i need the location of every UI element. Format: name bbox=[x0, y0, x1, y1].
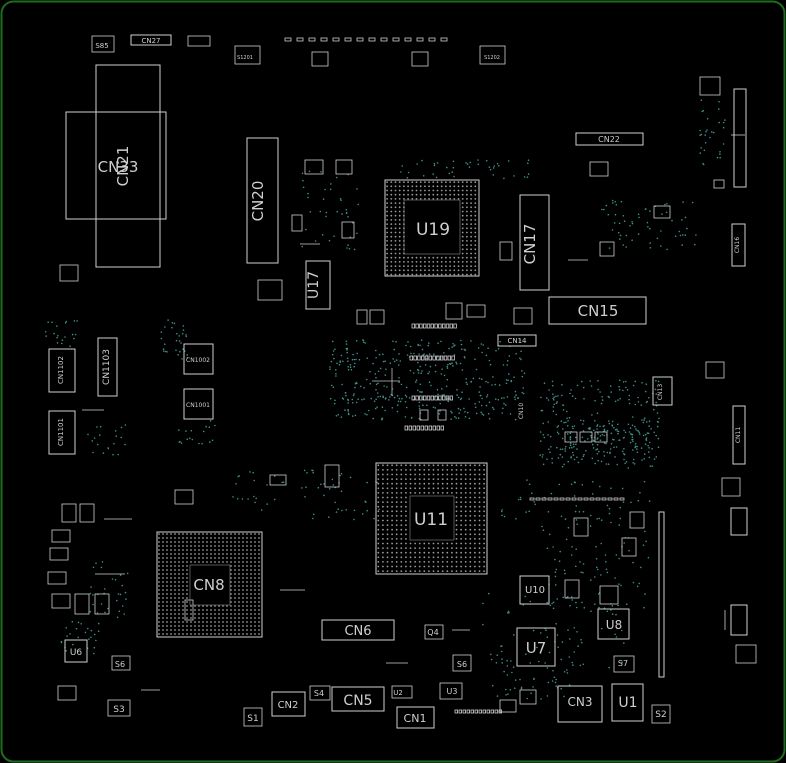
u6-label: U6 bbox=[70, 648, 83, 658]
connector-right-2[interactable] bbox=[730, 604, 748, 636]
cn13-label: CN13 bbox=[657, 384, 664, 400]
cursor-crosshair bbox=[372, 368, 400, 396]
cn20-outline[interactable] bbox=[246, 137, 279, 264]
cn1001-outline[interactable] bbox=[183, 388, 214, 420]
cn8-bga[interactable] bbox=[156, 531, 263, 638]
cn1001-label: CN1001 bbox=[186, 402, 210, 409]
small-components bbox=[47, 35, 757, 727]
cn11-outline[interactable] bbox=[732, 405, 746, 465]
u6-outline[interactable] bbox=[64, 639, 88, 663]
cn14-label: CN14 bbox=[507, 337, 527, 345]
cn13-outline[interactable] bbox=[652, 376, 673, 406]
cn1103-outline[interactable] bbox=[97, 337, 118, 397]
cn1-label: CN1 bbox=[404, 712, 427, 725]
cn21-outline[interactable] bbox=[95, 64, 161, 268]
cn22-label: CN22 bbox=[598, 135, 620, 144]
cn1103-label: CN1103 bbox=[102, 349, 112, 385]
cn15-outline[interactable] bbox=[548, 296, 647, 325]
cn20-label: CN20 bbox=[249, 181, 267, 222]
cn10-outline[interactable] bbox=[733, 88, 747, 188]
cn33-label: CN33 bbox=[98, 158, 139, 176]
u11-label: U11 bbox=[414, 510, 448, 530]
u7-outline[interactable] bbox=[516, 627, 556, 667]
cn17-label: CN17 bbox=[521, 224, 539, 265]
cn11-label: CN11 bbox=[735, 427, 742, 443]
cn10-label: CN10 bbox=[518, 403, 525, 419]
u2-label: U2 bbox=[393, 689, 403, 697]
u19-bga[interactable] bbox=[384, 179, 480, 277]
cn27-outline[interactable] bbox=[130, 34, 172, 46]
via-dots bbox=[44, 99, 726, 700]
cn1101-outline[interactable] bbox=[48, 410, 76, 455]
u10-label: U10 bbox=[525, 585, 545, 596]
cn1002-label: CN1002 bbox=[186, 357, 210, 364]
s85-label: S85 bbox=[95, 42, 108, 50]
u17-label: U17 bbox=[306, 271, 322, 299]
cn22-outline[interactable] bbox=[575, 132, 644, 146]
s1201-label: S1201 bbox=[237, 55, 253, 61]
cn6-outline[interactable] bbox=[321, 619, 395, 641]
u3-label: U3 bbox=[447, 687, 458, 696]
s6b-label: S6 bbox=[457, 660, 467, 669]
u10-outline[interactable] bbox=[519, 575, 550, 605]
s3-label: S3 bbox=[113, 705, 124, 715]
cn1102-outline[interactable] bbox=[48, 348, 76, 393]
cn2-label: CN2 bbox=[278, 700, 299, 711]
cn3-label: CN3 bbox=[568, 695, 593, 709]
u1-label: U1 bbox=[618, 695, 637, 711]
cn1-outline[interactable] bbox=[396, 706, 435, 729]
u11-bga[interactable] bbox=[375, 462, 488, 575]
s4-label: S4 bbox=[314, 689, 324, 698]
cn1101-label: CN1101 bbox=[57, 418, 65, 446]
u1-outline[interactable] bbox=[611, 683, 644, 722]
cn1102-label: CN1102 bbox=[57, 356, 65, 384]
cn17-outline[interactable] bbox=[519, 194, 550, 291]
u8-outline[interactable] bbox=[597, 608, 630, 640]
cn8-label: CN8 bbox=[193, 576, 224, 594]
long-strip-right bbox=[658, 511, 665, 678]
cn14-outline[interactable] bbox=[497, 334, 537, 347]
cn5-outline[interactable] bbox=[331, 686, 385, 712]
cn15-label: CN15 bbox=[578, 302, 619, 320]
cn16-label: CN16 bbox=[734, 237, 741, 253]
cn21-label: CN21 bbox=[114, 146, 132, 187]
s2-label: S2 bbox=[655, 710, 666, 720]
cn6-label: CN6 bbox=[344, 624, 371, 639]
cn27-label: CN27 bbox=[141, 37, 160, 45]
cn2-outline[interactable] bbox=[271, 691, 306, 717]
s7-label: S7 bbox=[618, 659, 628, 668]
cn3-outline[interactable] bbox=[557, 685, 603, 723]
u8-label: U8 bbox=[606, 618, 622, 632]
cn1002-outline[interactable] bbox=[183, 343, 214, 375]
cn33-outline[interactable] bbox=[65, 111, 167, 220]
s1-label: S1 bbox=[247, 714, 258, 724]
s6-label: S6 bbox=[115, 660, 125, 669]
s1202-label: S1202 bbox=[484, 55, 500, 61]
u19-label: U19 bbox=[416, 220, 450, 240]
cn5-label: CN5 bbox=[343, 693, 372, 709]
cn16-outline[interactable] bbox=[731, 223, 746, 267]
u7-label: U7 bbox=[526, 639, 547, 657]
connector-right-1[interactable] bbox=[730, 507, 748, 536]
q4-label: Q4 bbox=[427, 628, 438, 637]
u17-outline[interactable] bbox=[305, 260, 331, 310]
